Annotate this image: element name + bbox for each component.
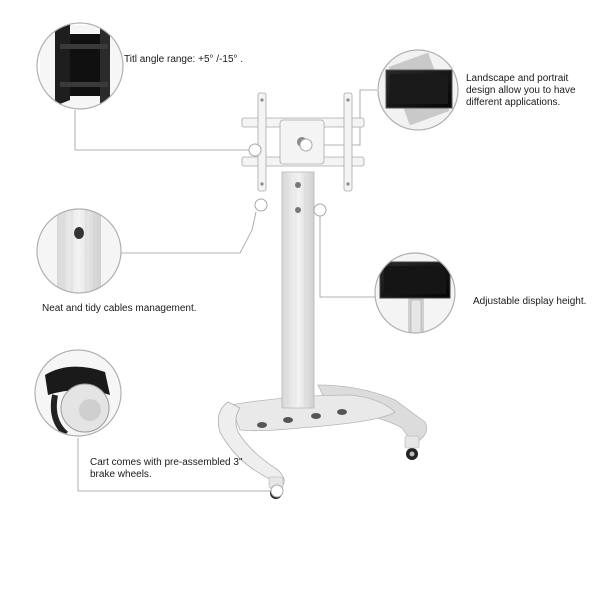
cable-hole-detail (36, 208, 122, 294)
marker-circles (248, 138, 327, 498)
height-caption: Adjustable display height. (473, 296, 587, 307)
orientation-caption-line: Landscape and portrait (466, 73, 569, 84)
height-adjust-detail (374, 252, 456, 334)
caster-wheel-detail (34, 349, 122, 437)
tv-rotate-detail (377, 49, 459, 131)
tilt-caption: Titl angle range: +5° /-15° . (124, 54, 244, 65)
orientation-caption-line: different applications. (466, 97, 561, 108)
tilt-bracket-detail (36, 22, 124, 110)
orientation-caption: Landscape and portrait design allow you … (466, 73, 576, 109)
cables-caption: Neat and tidy cables management. (42, 303, 197, 314)
tv-stand (217, 92, 428, 499)
orientation-caption-line: design allow you to have (466, 85, 576, 96)
leader-lines (74, 89, 377, 492)
wheels-caption: Cart comes with pre-assembled 3" brake w… (90, 457, 243, 481)
wheels-caption-line: brake wheels. (90, 469, 152, 480)
wheels-caption-line: Cart comes with pre-assembled 3" (90, 457, 243, 468)
